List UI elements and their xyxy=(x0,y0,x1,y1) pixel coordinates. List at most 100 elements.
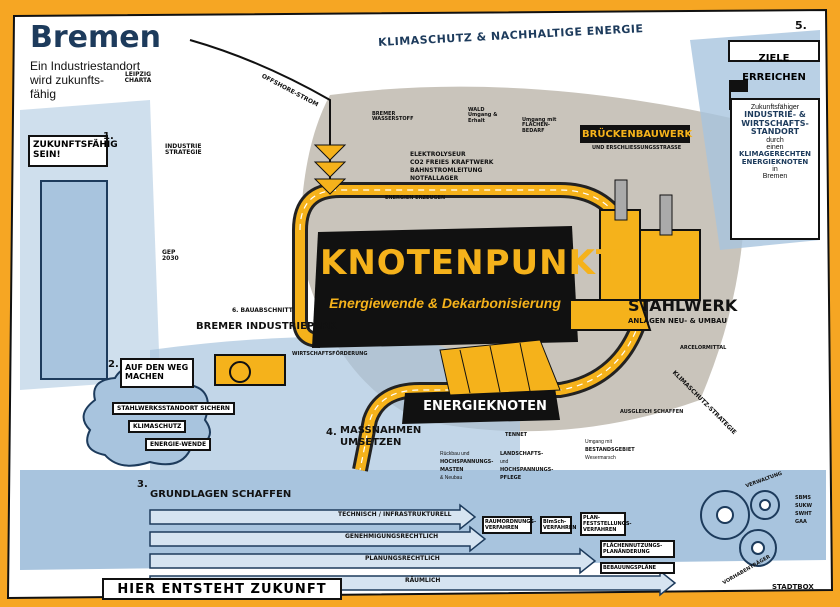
energieknoten-lattice xyxy=(439,339,561,396)
elektrolyseur-1: ELEKTROLYSEUR xyxy=(410,151,466,158)
step2-title-2: MACHEN xyxy=(125,372,164,381)
elektrolyseur-4: NOTFALLAGER xyxy=(410,175,459,182)
arrow-label-1: TECHNISCH / INFRASTRUKTURELL xyxy=(338,511,452,518)
goal-line-2: WIRTSCHAFTS- xyxy=(741,118,809,128)
goal-box: Zukunftsfähiger INDUSTRIE- & WIRTSCHAFTS… xyxy=(730,98,820,240)
step1-box: ZUKUNFTSFÄHIG SEIN! xyxy=(28,135,118,167)
ausgleich-label: AUSGLEICH SCHAFFEN xyxy=(620,409,684,415)
center-title: KNOTENPUNKT xyxy=(320,243,621,283)
rueckbau-4: & Neubau xyxy=(440,475,463,481)
gep-label: GEP 2030 xyxy=(162,249,179,263)
leipzig-charta-tag: LEIPZIG CHARTA xyxy=(124,71,152,85)
arrow-label-3: PLANUNGSRECHTLICH xyxy=(365,555,440,562)
city-subtitle-1: Ein Industriestandort xyxy=(30,59,141,73)
goal-line-4: durch xyxy=(766,136,784,144)
note-5: BEBAUUNGSPLÄNE xyxy=(600,562,675,574)
elektrolyseur-3: BAHNSTROMLEITUNG xyxy=(410,167,483,174)
step5-box: ZIELE ERREICHEN xyxy=(728,40,820,83)
ray-1 xyxy=(160,140,290,250)
energieknoten-box xyxy=(402,388,560,424)
goal-line-3: STANDORT xyxy=(750,127,800,137)
step3-title: GRUNDLAGEN SCHAFFEN xyxy=(150,489,292,500)
wesermarsch-2: BESTANDSGEBIET xyxy=(585,447,635,453)
industriepark-illustration xyxy=(214,354,286,386)
gears-illustration xyxy=(700,490,780,567)
rueckbau-2: HOCHSPANNUNGS- xyxy=(440,459,494,465)
note-4: FLÄCHENNUTZUNGS-PLANÄNDERUNG xyxy=(600,540,675,558)
sustainable-2: WALD Umgang & Erhalt xyxy=(468,107,498,124)
brueckenbauwerk-box: BRÜCKENBAUWERK xyxy=(580,125,693,143)
industrie-strategie-label: INDUSTRIE STRATEGIE xyxy=(165,143,202,157)
industriepark-top: 6. BAUABSCHNITT xyxy=(232,307,293,314)
landschaft-1: LANDSCHAFTS- xyxy=(500,451,544,457)
wesermarsch-1: Umgang mit xyxy=(585,439,612,445)
step2-number: 2. xyxy=(108,359,119,370)
goal-line-9: Bremen xyxy=(762,173,788,181)
step3-number: 3. xyxy=(137,479,148,490)
energieknoten-label: ENERGIEKNOTEN xyxy=(423,399,547,414)
wirtschaftsfoerderung-label: WIRTSCHAFTSFÖRDERUNG xyxy=(292,351,368,357)
steel-plant-illustration xyxy=(569,179,701,331)
tennet-label: TENNET xyxy=(505,432,528,438)
arcelormittal-label: ARCELORMITTAL xyxy=(680,345,727,351)
arrow-label-2: GENEHMIGUNGSRECHTLICH xyxy=(345,533,439,540)
cloud-item-1: STAHLWERKSSTANDORT SICHERN xyxy=(112,402,235,415)
rueckbau-3: MASTEN xyxy=(440,467,464,473)
ray-2 xyxy=(160,230,290,260)
agency-3: SWHT xyxy=(795,511,812,517)
goal-line-1: INDUSTRIE- & xyxy=(744,110,806,120)
step4-number: 4. xyxy=(326,427,337,438)
down-arrow-2 xyxy=(313,161,347,178)
step5-number: 5. xyxy=(795,19,807,32)
down-arrow-1 xyxy=(313,144,347,161)
goal-line-7: ENERGIEKNOTEN xyxy=(741,157,809,166)
city-subtitle-2: wird zukunfts- xyxy=(30,73,105,87)
agency-2: SUKW xyxy=(795,503,813,509)
goal-line-6: KLIMAGERECHTEN xyxy=(739,150,811,159)
down-arrow-3 xyxy=(313,178,347,195)
step5-title: ZIELE ERREICHEN xyxy=(742,53,806,83)
footer-text: HIER ENTSTEHT ZUKUNFT xyxy=(117,582,327,597)
landschaft-4: PFLEGE xyxy=(500,475,522,481)
brueckenbauwerk-label: BRÜCKENBAUWERK xyxy=(582,129,693,140)
cloud-item-2: KLIMASCHUTZ xyxy=(128,420,187,433)
note-2: BImSch-VERFAHREN xyxy=(540,516,576,534)
stahlwerk-label: STAHLWERK xyxy=(628,296,738,315)
brueckenbauwerk-sub: UND ERSCHLIESSUNGSSTRASSE xyxy=(592,145,682,151)
cloud-item-3: ENERGIE-WENDE xyxy=(145,438,212,451)
elektrolyseur-2: CO2 FREIES KRAFTWERK xyxy=(410,159,494,166)
rueckbau-1: Rückbau und xyxy=(440,451,470,457)
energien-erzeugen-label: ENERGIEN ERZEUGEN xyxy=(385,195,446,201)
sustainable-1: BREMER WASSERSTOFF xyxy=(372,111,414,123)
city-subtitle-3: fähig xyxy=(30,87,57,101)
step1-title-2: SEIN! xyxy=(33,150,61,160)
goal-line-8: in xyxy=(772,165,778,173)
offshore-cable xyxy=(189,39,331,180)
landschaft-3: HOCHSPANNUNGS- xyxy=(500,467,554,473)
industriepark-label: BREMER INDUSTRIEPARK xyxy=(196,321,337,332)
arrow-label-4: RÄUMLICH xyxy=(405,577,441,584)
agency-4: GAA xyxy=(795,519,807,525)
footer-banner: HIER ENTSTEHT ZUKUNFT xyxy=(102,578,342,600)
step1-title-1: ZUKUNFTSFÄHIG xyxy=(33,140,118,150)
step1-number: 1. xyxy=(103,131,114,142)
landschaft-2: und xyxy=(500,459,509,465)
step4-title-1: MASSNAHMEN xyxy=(340,425,422,436)
sustainable-3: Umgang mit FLÄCHEN-BEDARF xyxy=(522,117,557,134)
goal-line-0: Zukunftsfähiger xyxy=(750,104,800,111)
center-box xyxy=(312,226,578,348)
agency-1: SBMS xyxy=(795,495,811,501)
bottom-arrows xyxy=(149,503,677,597)
signature: STADTBOX xyxy=(772,583,814,591)
step1-content-box xyxy=(40,180,108,380)
note-3: PLAN-FESTSTELLUNGS-VERFAHREN xyxy=(580,512,632,536)
step2-title-1: AUF DEN WEG xyxy=(125,363,189,372)
step2-box: AUF DEN WEG MACHEN xyxy=(120,358,194,388)
goal-line-5: einen xyxy=(766,143,784,151)
center-subtitle: Energiewende & Dekarbonisierung xyxy=(329,295,561,311)
note-1: RAUMORDNUNGS-VERFAHREN xyxy=(482,516,536,534)
stahlwerk-sub: ANLAGEN NEU- & UMBAU xyxy=(628,317,728,325)
step4-title-2: UMSETZEN xyxy=(340,437,402,448)
wesermarsch-3: Wesermarsch xyxy=(585,455,616,461)
